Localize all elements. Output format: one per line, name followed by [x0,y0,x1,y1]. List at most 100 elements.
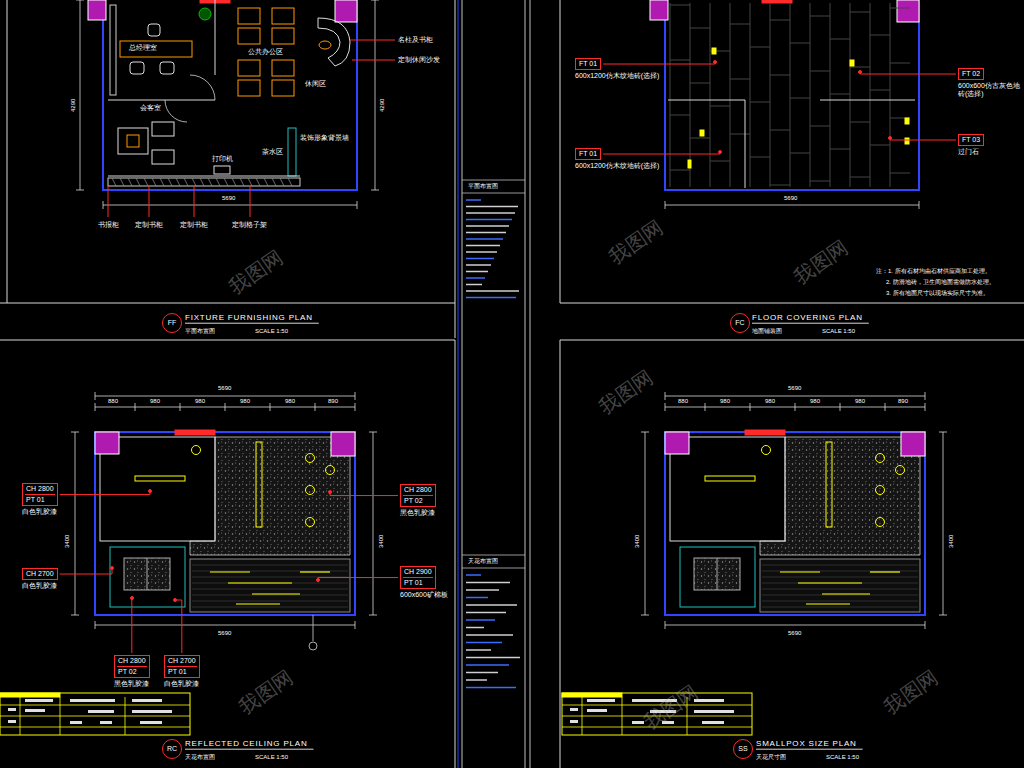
title-strip-line [458,0,459,768]
material-name: 白色乳胶漆 [22,508,58,516]
column [88,0,106,20]
ceiling-callout: CH 2800PT 02黑色乳胶漆 [114,655,150,688]
callout-frame: FT 01 [575,148,601,160]
dimension-tick [939,432,947,433]
downlight [896,466,905,475]
floor-plank [790,43,810,44]
floor-plank [890,3,891,187]
dimension: 980 [195,398,205,405]
floor-plank [870,145,890,146]
floor-plank [770,185,790,186]
leader-dot [131,597,134,600]
dimension-tick [705,403,706,411]
cabinet-hatch [200,178,204,186]
dimension-tick [750,403,751,411]
light-bar [135,476,185,481]
light-strip [210,571,250,572]
title-strip-row [466,290,519,292]
dimension-tick [369,615,377,616]
floor-plank [870,35,890,36]
dimension-line [645,432,646,615]
light-bar [826,442,832,527]
dimension: 3400 [634,535,641,548]
dimension-line [373,432,374,615]
callout-frame: CH 2700 [22,568,58,580]
leader-line [318,578,398,580]
stripe-line [192,607,348,608]
stripe-line [192,565,348,566]
view-symbol: RC [162,739,182,759]
dimension-tick [95,621,96,629]
dimension-tick [103,201,104,209]
material-callout: FT 01600x1200仿木纹地砖(选择) [575,142,659,170]
office-desk [238,60,260,76]
leader-dot [111,567,114,570]
cabinet-hatch [136,178,140,186]
dimension: 5690 [222,195,235,202]
view-symbol: SS [733,739,753,759]
dimension-line [665,205,919,206]
dimension: 5690 [218,630,231,637]
column [331,432,355,456]
title-strip-row [466,619,495,621]
leader-note: 名柱及书柜 [398,36,433,44]
title-strip-line [462,555,525,556]
title-strip-row [466,199,481,201]
cabinet-hatch [280,178,284,186]
callout-code: CH 2700 [25,569,55,579]
cabinet-hatch [264,178,268,186]
floor-plank [750,157,770,158]
title-block-text: 天花布置图 [468,558,498,565]
title-strip [462,0,530,768]
cabinet-hatch [160,178,164,186]
callout-code: CH 2800 [403,485,433,495]
view-symbol: FC [730,313,750,333]
material-name: 黑色乳胶漆 [400,509,436,517]
material-name: 黑色乳胶漆 [114,680,150,688]
stripe-line [192,589,348,590]
wall-opening [745,430,785,435]
light-strip [252,593,300,594]
stripe-zone [190,559,350,612]
title-strip-row [466,277,485,279]
title-strip-row [466,634,513,636]
office-desk [272,28,294,44]
section-line [313,615,314,641]
cabinet-hatch [168,178,172,186]
floor-plank [750,3,751,187]
dimension: 4290 [70,99,77,112]
plant [199,8,211,20]
leader-line [350,40,395,41]
floor-plank [810,126,830,127]
sheet-frame [560,340,1024,341]
dimension-tick [355,621,356,629]
stripe-line [762,571,918,572]
title-table-fill [632,721,644,724]
room-name: 休闲区 [305,80,326,88]
downlight [876,486,885,495]
cabinet-hatch [176,178,180,186]
column [95,432,119,454]
office-desk [272,80,294,96]
material-name: 600x600矿棉板 [400,591,448,599]
leader-line [175,600,182,653]
title-strip-row [466,258,494,260]
dimension: 3400 [378,535,385,548]
dimension-line [375,0,376,190]
title-strip-line [462,180,525,181]
floor-plank [810,16,830,17]
title-underline [185,749,314,750]
pantry-counter [288,128,296,176]
partition-wall [820,100,915,101]
room-name: 公共办公区 [248,48,283,56]
dimension: 5690 [218,385,231,392]
dimension-tick [71,615,79,616]
title-table-fill [25,699,53,702]
dimension-tick [885,403,886,411]
title-strip-row [466,589,499,591]
printer [214,166,230,174]
floor-plank [730,3,731,187]
stripe-line [762,607,918,608]
dimension-tick [665,392,666,400]
